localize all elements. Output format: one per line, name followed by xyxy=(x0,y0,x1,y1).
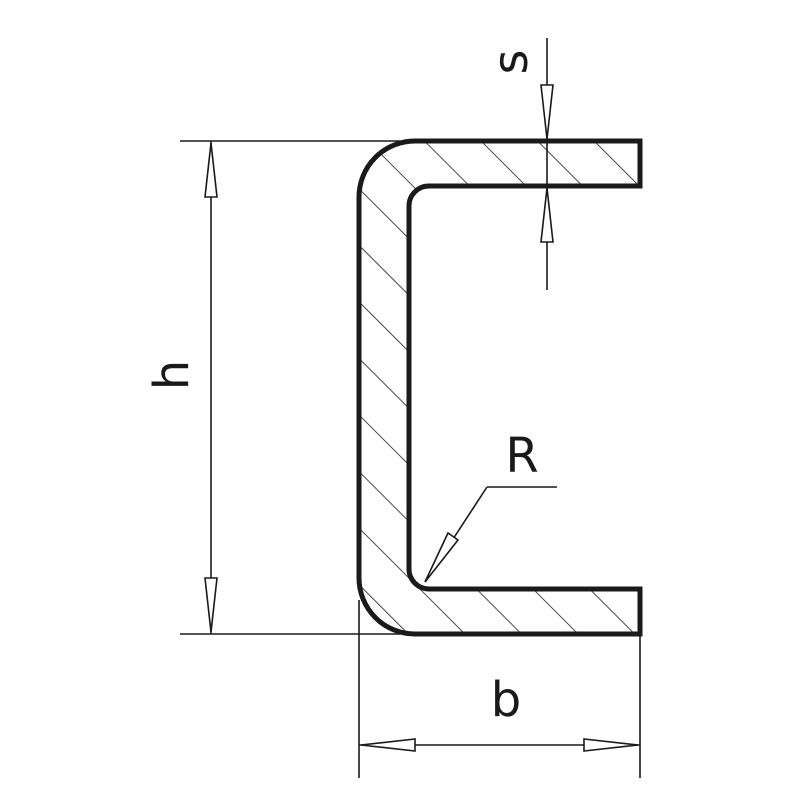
height-arrow-bottom xyxy=(204,577,218,633)
thickness-arrow-top xyxy=(540,84,554,140)
height-dimension xyxy=(180,140,400,635)
width-label: b xyxy=(491,672,521,728)
thickness-dimension xyxy=(540,38,554,290)
thickness-label: s xyxy=(483,49,539,74)
radius-callout xyxy=(424,486,557,583)
height-arrow-top xyxy=(204,142,218,198)
thickness-arrow-bottom xyxy=(540,187,554,243)
section-outline xyxy=(356,138,643,637)
height-label: h xyxy=(144,360,200,390)
width-dimension xyxy=(358,600,641,778)
channel-section xyxy=(356,138,643,637)
section-hatching xyxy=(359,141,640,634)
radius-arrow xyxy=(424,531,460,583)
radius-label: R xyxy=(505,428,538,484)
width-arrow-left xyxy=(360,738,416,752)
width-arrow-right xyxy=(583,738,639,752)
